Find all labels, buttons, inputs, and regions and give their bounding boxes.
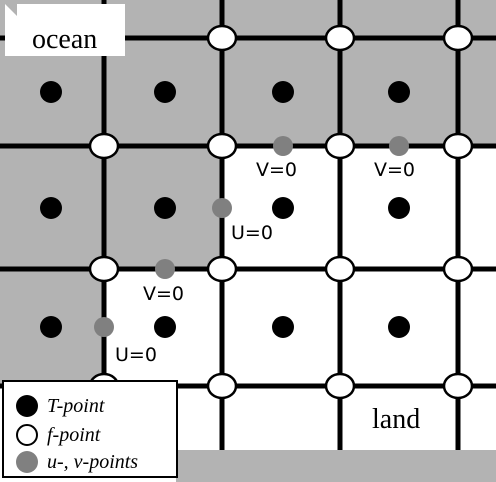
legend-item-t-point: T-point [16, 393, 104, 419]
t-point [154, 197, 176, 219]
t-point [272, 197, 294, 219]
ocean-label: ocean [32, 24, 98, 55]
boundary-condition-label: U=0 [231, 222, 273, 244]
uv-points [94, 136, 409, 337]
t-point [154, 316, 176, 338]
f-point [442, 372, 474, 400]
t-point-symbol-icon [16, 395, 38, 417]
v-point [155, 259, 175, 279]
f-point [206, 132, 238, 160]
u-point [94, 317, 114, 337]
legend-label: f-point [47, 424, 101, 446]
f-point [442, 132, 474, 160]
f-point [206, 372, 238, 400]
legend-label: T-point [47, 395, 105, 417]
f-point [324, 255, 356, 283]
f-point [324, 132, 356, 160]
legend: T-point f-point u-, v-points [2, 380, 178, 478]
t-point [272, 81, 294, 103]
f-point [206, 24, 238, 52]
t-point [154, 81, 176, 103]
legend-item-uv-points: u-, v-points [16, 449, 138, 475]
ocean-label-box [5, 4, 125, 56]
legend-item-f-point: f-point [16, 422, 100, 448]
t-point [388, 316, 410, 338]
bottom-strip [176, 450, 496, 482]
t-point [272, 316, 294, 338]
t-point [40, 316, 62, 338]
f-point [442, 255, 474, 283]
v-point [389, 136, 409, 156]
ocean-region-left-upper [0, 146, 222, 269]
v-point [273, 136, 293, 156]
f-point [324, 24, 356, 52]
ocean-label-notch [5, 4, 17, 16]
f-point-symbol-icon [16, 424, 38, 446]
t-point [388, 81, 410, 103]
t-point [40, 197, 62, 219]
t-points [40, 81, 410, 338]
land-label: land [372, 404, 421, 435]
f-point [324, 372, 356, 400]
u-point [212, 198, 232, 218]
f-point [88, 132, 120, 160]
f-point [88, 255, 120, 283]
f-point [206, 255, 238, 283]
uv-point-symbol-icon [16, 451, 38, 473]
boundary-condition-label: V=0 [143, 283, 185, 305]
t-point [40, 81, 62, 103]
f-point [442, 24, 474, 52]
t-point [388, 197, 410, 219]
boundary-condition-label: V=0 [374, 159, 416, 181]
boundary-condition-label: V=0 [256, 159, 298, 181]
legend-label: u-, v-points [47, 451, 139, 473]
boundary-condition-label: U=0 [115, 344, 157, 366]
